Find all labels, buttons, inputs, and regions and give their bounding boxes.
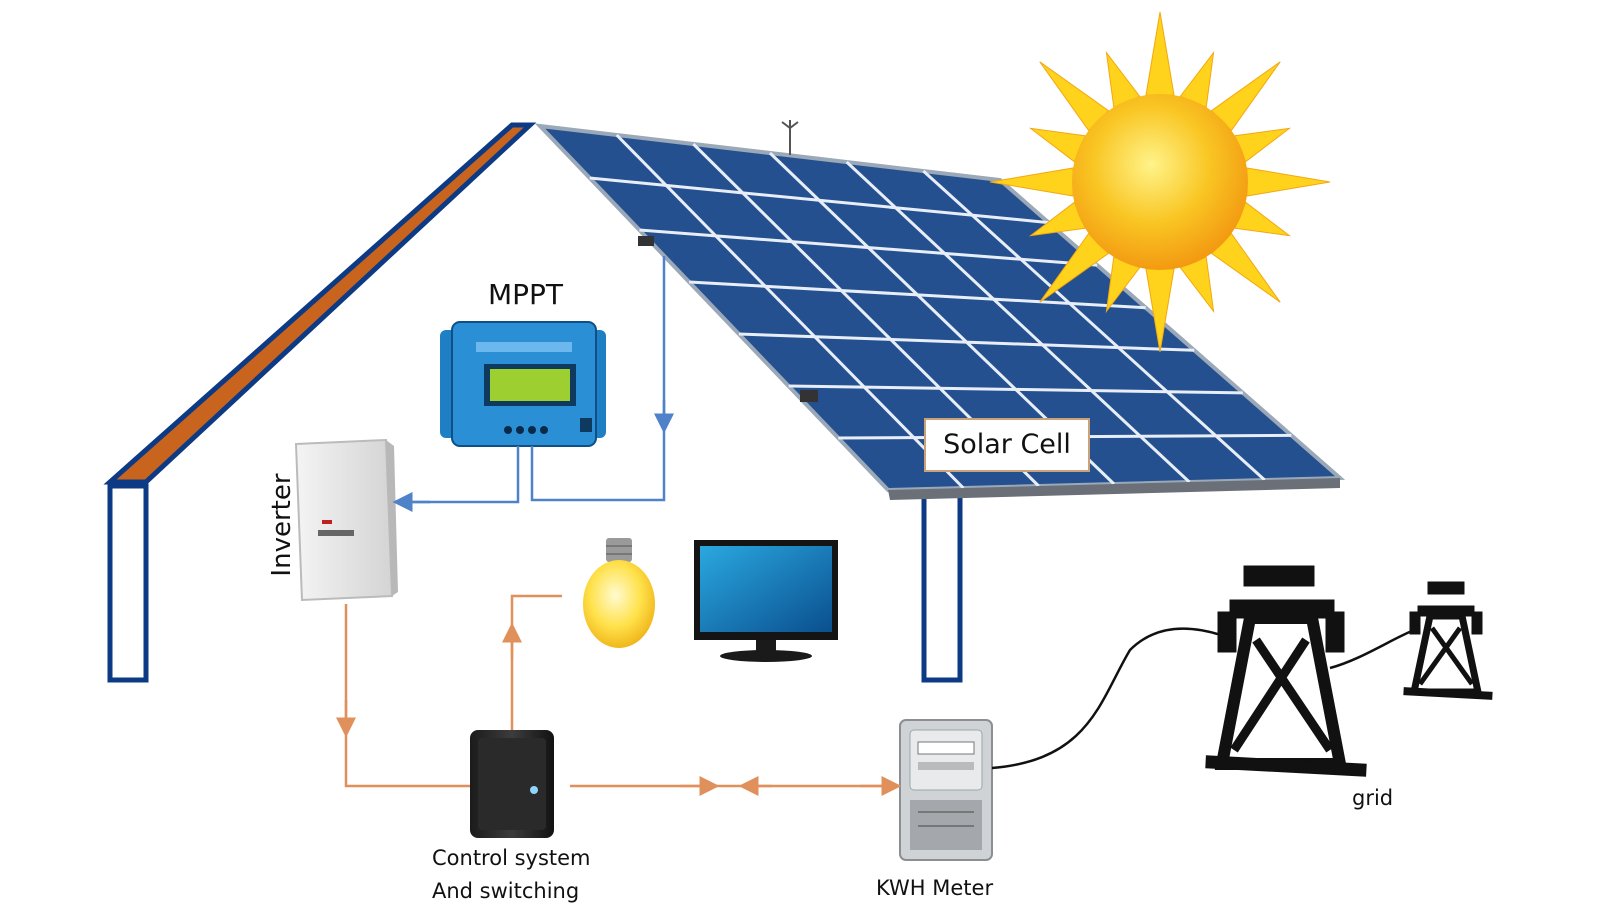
light-bulb-icon <box>583 538 655 648</box>
panel-grid-line <box>922 169 1266 482</box>
ac-wiring <box>336 594 902 796</box>
panel-grid-line <box>639 228 1098 267</box>
control-system-label: Control system And switching <box>432 842 591 908</box>
house-right-wall <box>921 485 963 683</box>
sun-ray <box>1145 11 1175 96</box>
kwh-meter-icon <box>899 719 993 861</box>
sun-core <box>1072 94 1248 270</box>
solar-cell-label-box: Solar Cell <box>924 418 1090 472</box>
grid-cables <box>991 627 1415 770</box>
monitor-icon <box>694 540 838 662</box>
panel-grid-line <box>689 280 1146 310</box>
solar-panel-icon <box>534 120 1346 500</box>
solar-cell-label: Solar Cell <box>943 429 1071 460</box>
mppt-label: MPPT <box>488 278 564 311</box>
panel-grid-line <box>738 332 1195 352</box>
house-left-wall <box>107 483 149 683</box>
panel-grid-line <box>589 176 1049 225</box>
inverter-label: Inverter <box>267 473 297 577</box>
panel-grid-line <box>788 384 1243 395</box>
mppt-controller-icon <box>440 321 606 447</box>
sun-icon <box>989 11 1331 353</box>
power-pylon-icon <box>1205 565 1493 777</box>
control-system-label-line2: And switching <box>432 879 580 903</box>
kwh-meter-label: KWH Meter <box>876 876 994 900</box>
control-system-label-line1: Control system <box>432 846 591 870</box>
control-box-icon <box>470 730 554 838</box>
panel-grid-line <box>845 160 1191 484</box>
sun-ray <box>1246 167 1331 197</box>
house-roof <box>103 122 537 485</box>
inverter-icon <box>294 438 398 602</box>
dc-wiring <box>392 256 674 512</box>
panel-grid-line <box>615 133 965 490</box>
grid-label: grid <box>1352 786 1394 810</box>
